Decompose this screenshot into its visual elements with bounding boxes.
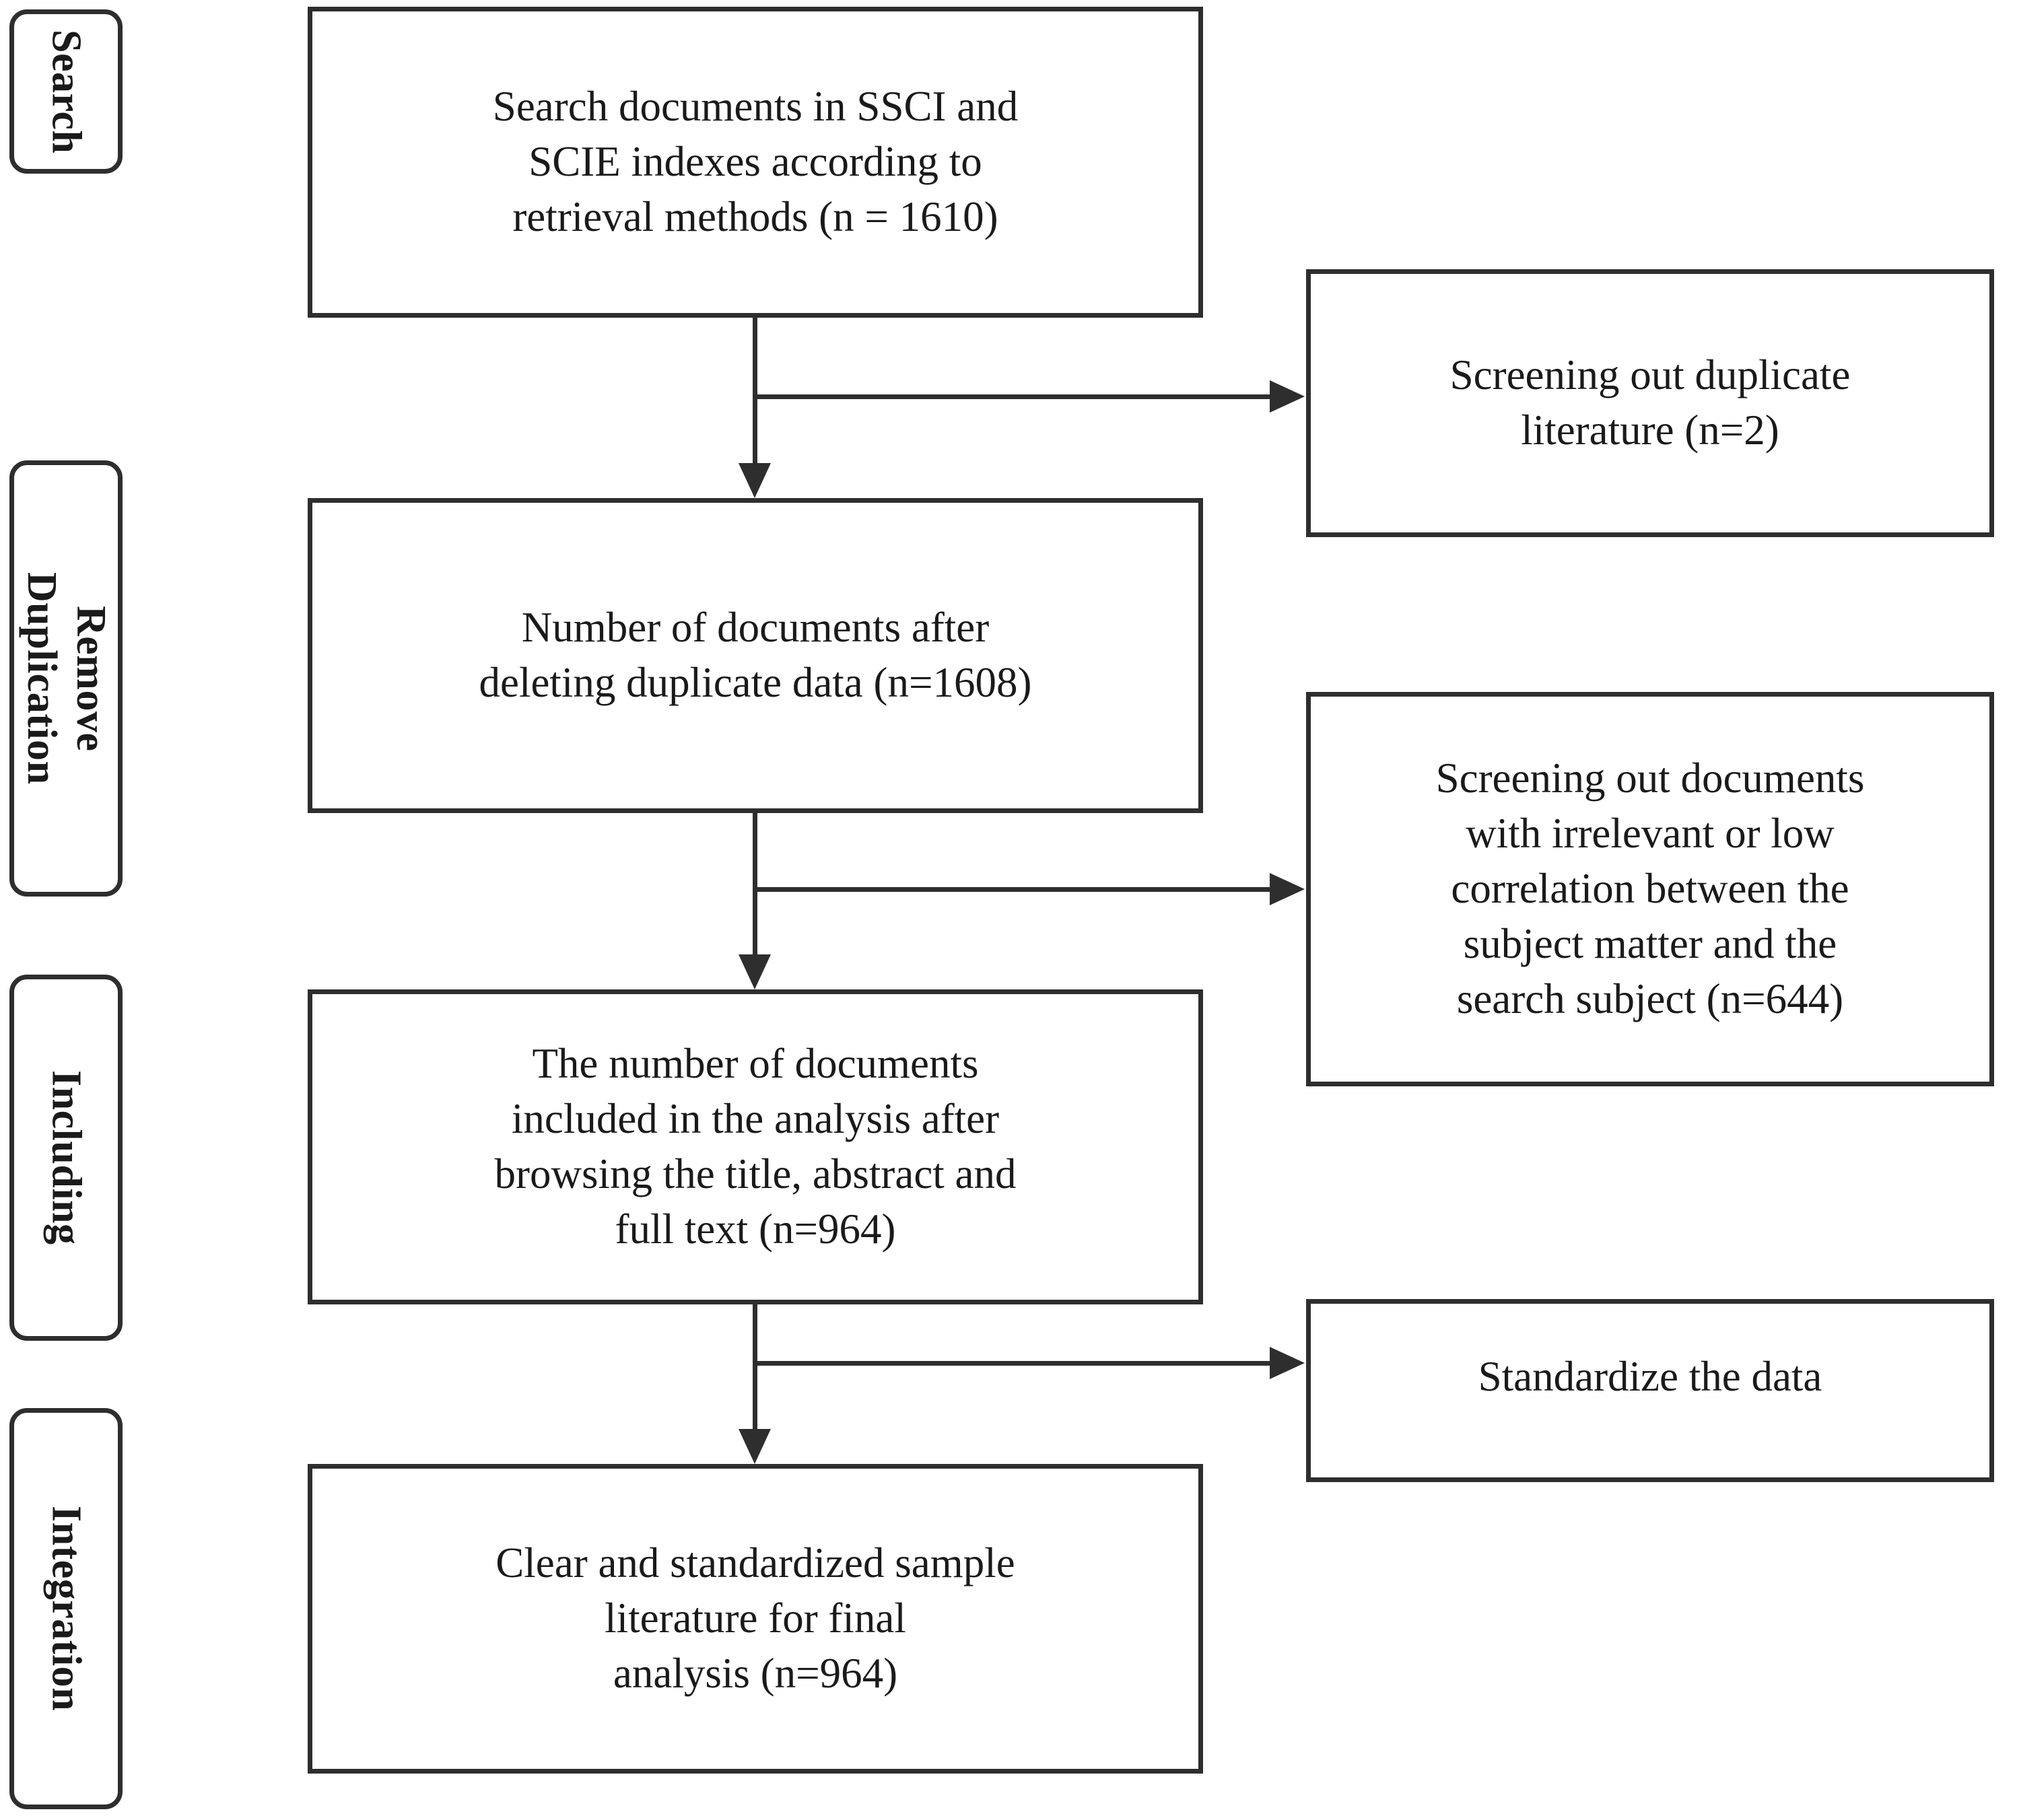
stage-label-including: Including: [43, 1070, 90, 1245]
process-box-final-sample: Clear and standardized sample literature…: [308, 1464, 1203, 1774]
stage-pill-search: Search: [9, 9, 123, 174]
process-box-final-sample-text: Clear and standardized sample literature…: [495, 1539, 1015, 1697]
process-box-after-dedup: Number of documents after deleting dupli…: [308, 498, 1203, 813]
connector-horizontal-to-irrelevant-exclusion: [753, 887, 1270, 892]
arrowhead-down-to-included: [739, 954, 771, 989]
process-box-standardize-data: Standardize the data: [1306, 1299, 1994, 1482]
connector-vertical-dedup-to-included: [753, 813, 757, 954]
stage-pill-including: Including: [9, 975, 123, 1341]
connector-vertical-search-to-dedup: [753, 318, 757, 463]
exclusion-box-irrelevant-documents-text: Screening out documents with irrelevant …: [1435, 755, 1865, 1022]
connector-horizontal-to-standardize: [753, 1361, 1270, 1366]
connector-vertical-included-to-final: [753, 1304, 757, 1429]
arrowhead-right-to-duplicate-exclusion: [1270, 380, 1305, 413]
stage-pill-remove-duplication: Remove Duplication: [9, 460, 123, 897]
exclusion-box-irrelevant-documents: Screening out documents with irrelevant …: [1306, 692, 1994, 1086]
process-box-standardize-data-text: Standardize the data: [1478, 1353, 1822, 1400]
arrowhead-right-to-standardize: [1270, 1347, 1305, 1379]
stage-label-remove-duplication: Remove Duplication: [19, 572, 114, 785]
arrowhead-down-to-dedup: [739, 463, 771, 498]
stage-pill-integration: Integration: [9, 1408, 123, 1809]
exclusion-box-duplicate-literature-text: Screening out duplicate literature (n=2): [1449, 351, 1851, 454]
process-box-search-documents: Search documents in SSCI and SCIE indexe…: [308, 7, 1203, 318]
process-box-after-dedup-text: Number of documents after deleting dupli…: [479, 604, 1032, 706]
process-box-search-documents-text: Search documents in SSCI and SCIE indexe…: [492, 83, 1019, 240]
arrowhead-right-to-irrelevant-exclusion: [1270, 873, 1305, 905]
exclusion-box-duplicate-literature: Screening out duplicate literature (n=2): [1306, 269, 1994, 537]
stage-label-search: Search: [43, 29, 90, 154]
connector-horizontal-to-duplicate-exclusion: [753, 394, 1270, 399]
process-box-included-analysis: The number of documents included in the …: [308, 989, 1203, 1304]
process-box-included-analysis-text: The number of documents included in the …: [494, 1040, 1017, 1253]
stage-label-integration: Integration: [43, 1506, 90, 1712]
arrowhead-down-to-final: [739, 1429, 771, 1464]
